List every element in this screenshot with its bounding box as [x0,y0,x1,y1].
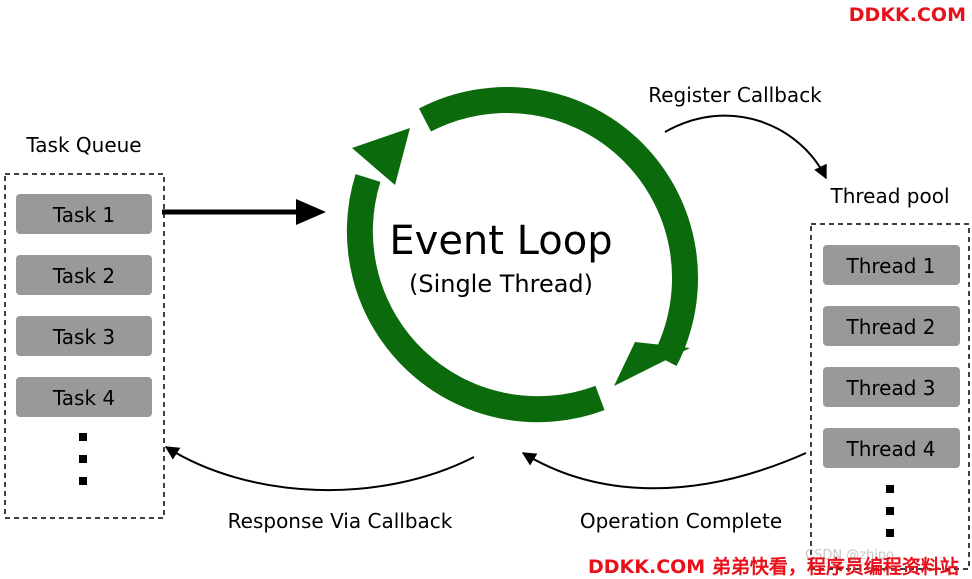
task-queue-title: Task Queue [25,133,141,157]
register-callback-label: Register Callback [648,83,822,107]
task-item-3: Task 3 [16,316,152,356]
thread-item-3-label: Thread 3 [845,376,935,400]
task-item-3-label: Task 3 [52,325,115,349]
response-callback-arrow [164,446,475,492]
event-loop-title: Event Loop [389,218,612,264]
watermark-faint: CSDN @zhipo... [805,548,907,563]
task-queue-ellipsis [79,433,87,485]
thread-item-1: Thread 1 [823,245,960,285]
task-item-4-label: Task 4 [52,386,115,410]
thread-item-4: Thread 4 [823,428,960,468]
thread-item-3: Thread 3 [823,367,960,407]
watermark-top: DDKK.COM [848,4,966,26]
task-item-2: Task 2 [16,255,152,295]
operation-complete-arrow [521,452,807,490]
event-loop-subtitle: (Single Thread) [409,270,593,298]
thread-pool-ellipsis [886,485,894,537]
thread-item-2-label: Thread 2 [845,315,935,339]
ring-arrowhead-right [614,342,690,386]
response-callback-label: Response Via Callback [228,509,453,533]
register-callback-arrow [664,114,827,180]
thread-pool-title: Thread pool [829,184,949,208]
task-item-1: Task 1 [16,194,152,234]
dispatch-arrow [162,199,326,225]
event-loop-ring [346,86,699,423]
task-item-4: Task 4 [16,377,152,417]
thread-item-1-label: Thread 1 [845,254,935,278]
watermark-bottom: DDKK.COM 弟弟快看，程序员编程资料站 [588,556,959,578]
operation-complete-label: Operation Complete [580,509,782,533]
ring-arrowhead-left [352,128,410,185]
task-item-2-label: Task 2 [52,264,115,288]
thread-item-4-label: Thread 4 [845,437,935,461]
thread-item-2: Thread 2 [823,306,960,346]
task-item-1-label: Task 1 [52,203,115,227]
